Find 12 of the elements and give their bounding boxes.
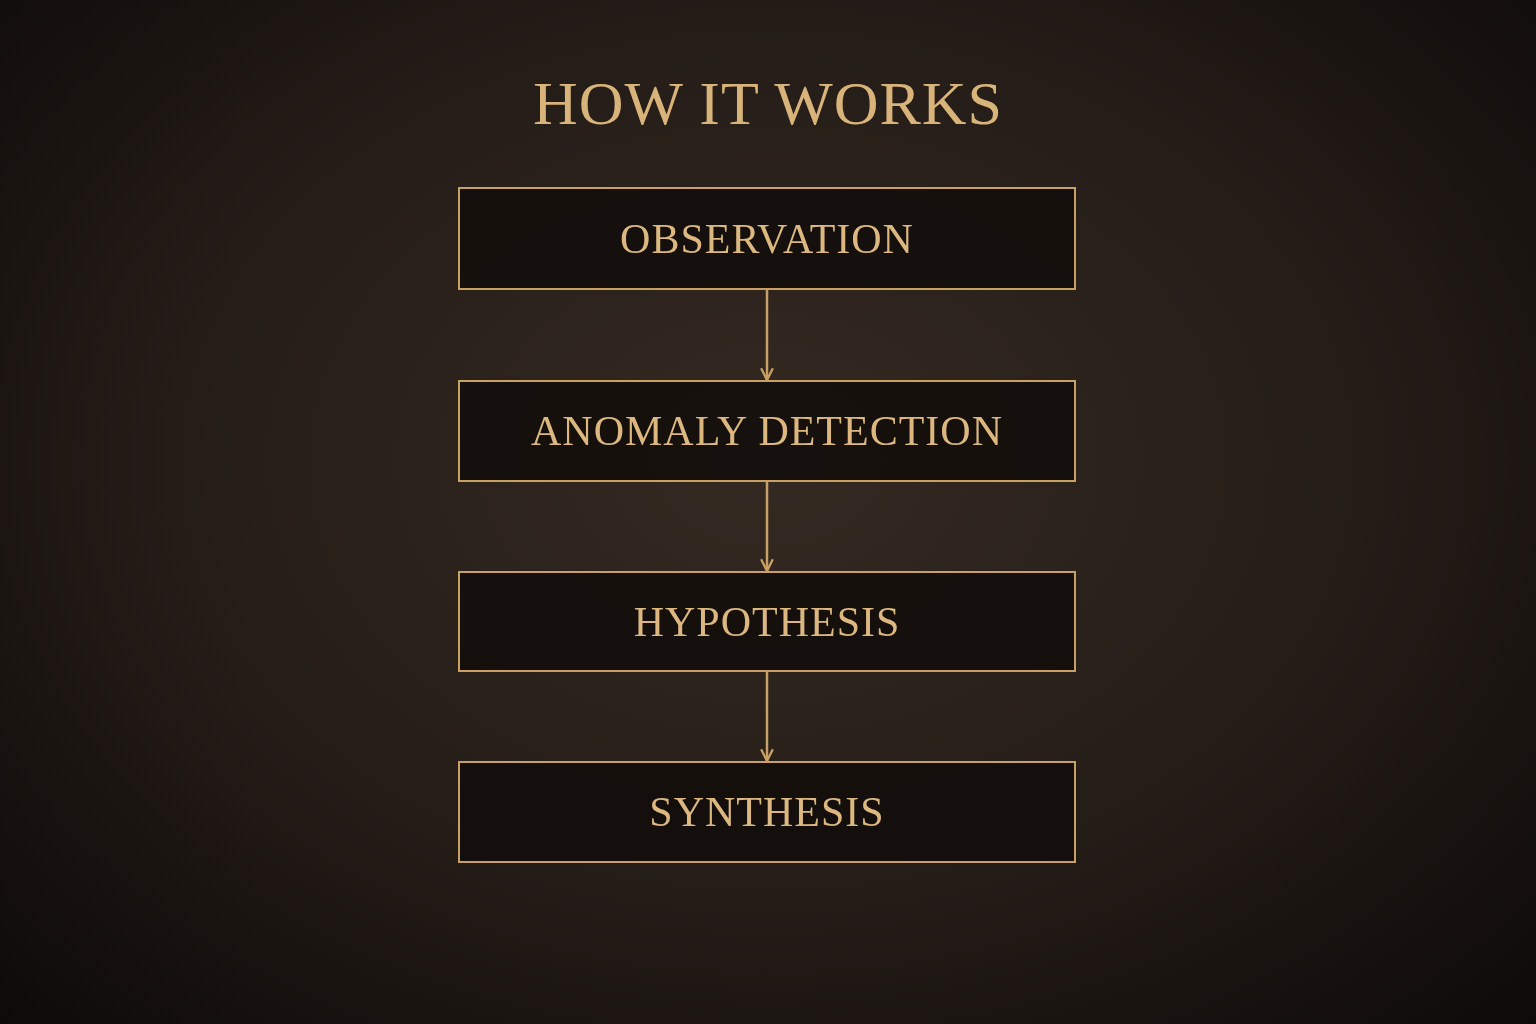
process-box [458, 187, 1076, 290]
arrow [760, 482, 774, 573]
arrow [760, 290, 774, 382]
step-label: ANOMALY DETECTION [531, 407, 1003, 455]
process-box [458, 380, 1076, 482]
process-box [458, 761, 1076, 863]
arrow [760, 672, 774, 763]
step-label: SYNTHESIS [649, 788, 885, 836]
step-label: HYPOTHESIS [633, 597, 901, 646]
step-label: OBSERVATION [620, 214, 914, 263]
title: HOW IT WORKS [531, 68, 1005, 139]
process-box [458, 571, 1076, 672]
